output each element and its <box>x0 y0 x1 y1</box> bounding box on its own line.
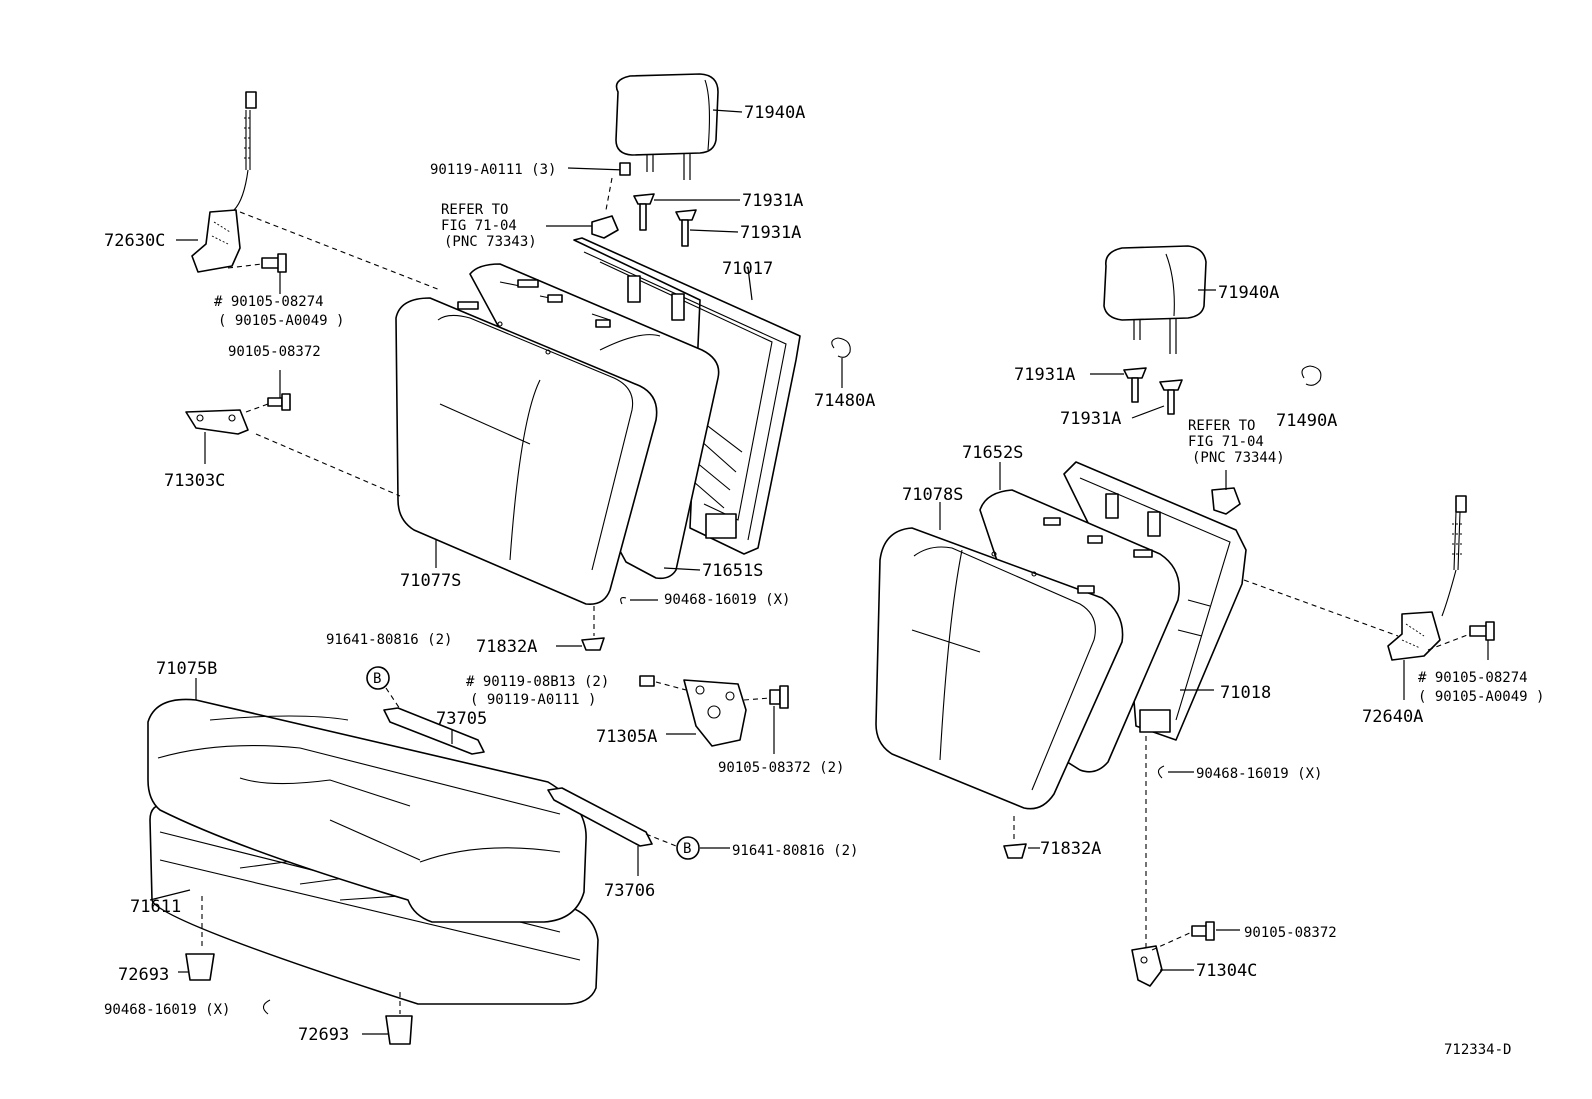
label-71077S: 71077S <box>400 571 461 591</box>
clip-72693-1 <box>178 896 215 981</box>
leader-latch-right <box>1243 579 1399 637</box>
label-90105-08372-right: 90105-08372 <box>1244 925 1337 941</box>
clip-90468-seat <box>262 999 271 1015</box>
label-71017: 71017 <box>722 259 773 279</box>
bracket-73705 <box>366 666 485 755</box>
label-72693-1: 72693 <box>118 965 169 985</box>
label-diagram-id: 712334-D <box>1444 1042 1511 1058</box>
label-71940A-left: 71940A <box>744 103 805 123</box>
callout-b2-letter: B <box>683 841 691 857</box>
label-91641-80816-1: 91641-80816 (2) <box>326 632 452 648</box>
label-refer-right-3: (PNC 73344) <box>1192 450 1285 466</box>
label-refer-left-1: REFER TO <box>441 202 508 218</box>
label-71651S: 71651S <box>702 561 763 581</box>
latch-72640A <box>1387 495 1467 700</box>
label-71832A-left: 71832A <box>476 637 537 657</box>
label-refer-left-2: FIG 71-04 <box>441 218 517 234</box>
label-72630C: 72630C <box>104 231 165 251</box>
grommet-right <box>1003 765 1194 859</box>
headrest-left <box>615 73 719 180</box>
lock-clip-right <box>1211 487 1241 515</box>
label-71018: 71018 <box>1220 683 1271 703</box>
label-90468-16019-3: 90468-16019 (X) <box>1196 766 1322 782</box>
label-71940A-right: 71940A <box>1218 283 1279 303</box>
label-71078S: 71078S <box>902 485 963 505</box>
bolt-90105-08274-left <box>227 253 287 294</box>
label-71303C: 71303C <box>164 471 225 491</box>
hinge-71305A <box>639 675 789 754</box>
label-90119-08B13: # 90119-08B13 (2) <box>466 674 609 690</box>
headrest-support-left-1 <box>633 193 740 231</box>
callout-b1-letter: B <box>373 671 381 687</box>
lock-clip-left <box>591 215 619 239</box>
label-90105-A0049-right: ( 90105-A0049 ) <box>1418 689 1544 705</box>
headrest-support-right-1 <box>1090 367 1147 403</box>
label-91641-80816-2: 91641-80816 (2) <box>732 843 858 859</box>
leader-hinge-to-back <box>255 433 401 497</box>
label-refer-right-2: FIG 71-04 <box>1188 434 1264 450</box>
label-71304C: 71304C <box>1196 961 1257 981</box>
label-refer-left-3: (PNC 73343) <box>444 234 537 250</box>
bracket-73706 <box>547 787 730 876</box>
leader-71611 <box>149 889 191 901</box>
hinge-71304C <box>1131 736 1240 987</box>
label-90119-A0111-3: 90119-A0111 (3) <box>430 162 556 178</box>
label-71931A-4: 71931A <box>1060 409 1121 429</box>
label-90105-08372-top: 90105-08372 <box>228 344 321 360</box>
headrest-support-left-2 <box>675 209 739 247</box>
label-71652S: 71652S <box>962 443 1023 463</box>
label-71480A: 71480A <box>814 391 875 411</box>
screw-top <box>567 162 631 211</box>
label-90105-08372-2: 90105-08372 (2) <box>718 760 844 776</box>
label-71931A-1: 71931A <box>742 191 803 211</box>
label-71832A-right: 71832A <box>1040 839 1101 859</box>
latch-72630C <box>176 91 257 273</box>
label-refer-right-1: REFER TO <box>1188 418 1255 434</box>
label-90468-16019-1: 90468-16019 (X) <box>664 592 790 608</box>
clip-71490A <box>1301 365 1322 386</box>
label-90468-16019-2: 90468-16019 (X) <box>104 1002 230 1018</box>
label-72640A: 72640A <box>1362 707 1423 727</box>
label-71490A: 71490A <box>1276 411 1337 431</box>
label-71075B: 71075B <box>156 659 217 679</box>
label-71931A-3: 71931A <box>1014 365 1075 385</box>
bolt-90105-08274-right <box>1427 621 1495 660</box>
label-71305A: 71305A <box>596 727 657 747</box>
seat-cushion-cover-71075B <box>147 698 587 923</box>
label-72693-2: 72693 <box>298 1025 349 1045</box>
clip-71480A <box>831 337 851 388</box>
headrest-right <box>1103 245 1207 354</box>
leader-latch-to-back <box>239 211 441 291</box>
label-73705: 73705 <box>436 709 487 729</box>
grommet-left <box>556 597 658 651</box>
headrest-support-right-2 <box>1131 379 1183 419</box>
hinge-71303C <box>185 370 291 464</box>
label-71931A-2: 71931A <box>740 223 801 243</box>
clip-72693-2 <box>362 992 413 1045</box>
labels: 71940A 90119-A0111 (3) 71931A REFER TO F… <box>104 103 1544 1058</box>
label-71611: 71611 <box>130 897 181 917</box>
seatback-cover-right <box>875 527 1124 810</box>
label-90119-A0111-b: ( 90119-A0111 ) <box>470 692 596 708</box>
label-90105-08274-left: # 90105-08274 <box>214 294 324 310</box>
label-90105-A0049-left: ( 90105-A0049 ) <box>218 313 344 329</box>
label-73706: 73706 <box>604 881 655 901</box>
label-90105-08274-right: # 90105-08274 <box>1418 670 1528 686</box>
seatback-cover-left <box>395 279 658 606</box>
